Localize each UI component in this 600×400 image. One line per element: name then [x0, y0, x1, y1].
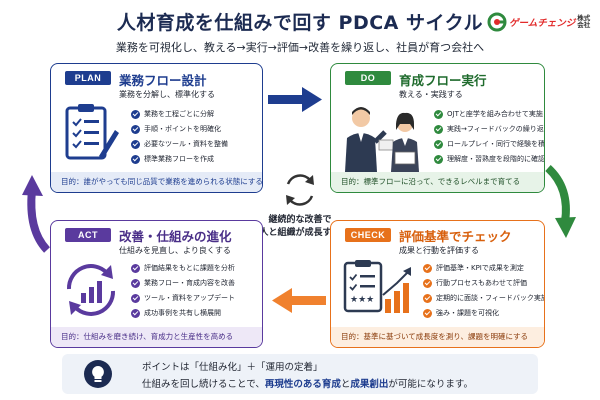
check-badge: CHECK — [345, 228, 391, 242]
act-badge: ACT — [65, 228, 111, 242]
do-card: DO 育成フロー実行 教える・実践する OJTと座学を組み合わせて実施 実践→フ… — [330, 63, 545, 193]
cycle-arrows-icon — [286, 174, 314, 206]
arrow-plan-to-do — [268, 87, 322, 112]
do-badge: DO — [345, 71, 391, 85]
check-icon — [131, 109, 140, 119]
improvement-cycle-icon — [66, 264, 116, 316]
act-footer: 目的：仕組みを磨き続け、育成力と生産性を高める — [51, 327, 262, 347]
list-item: 行動プロセスもあわせて評価 — [423, 278, 544, 288]
do-title: 育成フロー実行 — [399, 73, 487, 88]
page-title: 人材育成を仕組みで回す PDCA サイクル — [116, 12, 484, 34]
list-item: 評価結果をもとに課題を分析 — [131, 263, 235, 273]
check-icon — [423, 308, 432, 318]
lightbulb-icon — [84, 360, 112, 388]
list-item: 定期的に面談・フィードバック実施 — [423, 293, 544, 303]
act-card: ACT 改善・仕組みの進化 仕組みを見直し、より良くする 評価結果をもとに課題を… — [50, 220, 263, 348]
check-icon — [434, 109, 443, 119]
plan-item-list: 業務を工程ごとに分解 手順・ポイントを明確化 必要なツール・資料を整備 標準業務… — [131, 109, 228, 169]
point-line-1: ポイントは「仕組み化」＋「運用の定着」 — [142, 362, 323, 373]
logo-suffix: 株式会社 — [577, 14, 591, 29]
plan-badge: PLAN — [65, 71, 111, 85]
mentor-trainee-illustration — [345, 107, 419, 172]
list-item: ロールプレイ・同行で経験を積む — [434, 139, 544, 149]
logo-name: ゲームチェンジ — [509, 18, 576, 29]
plan-footer: 目的：誰がやっても同じ品質で業務を進められる状態にする — [51, 172, 262, 192]
logo-mark-icon — [487, 12, 507, 32]
check-icon — [423, 293, 432, 303]
act-item-list: 評価結果をもとに課題を分析 業務フロー・育成内容を改善 ツール・資料をアップデー… — [131, 263, 235, 323]
point-box: ポイントは「仕組み化」＋「運用の定着」 仕組みを回し続けることで、再現性のある育… — [62, 354, 538, 394]
check-icon — [423, 278, 432, 288]
check-icon — [131, 308, 140, 318]
list-item: ツール・資料をアップデート — [131, 293, 235, 303]
center-message: 継続的な改善で 人と組織が成長する — [259, 215, 341, 238]
list-item: 強み・課題を可視化 — [423, 308, 544, 318]
check-icon — [131, 154, 140, 164]
plan-title: 業務フロー設計 — [119, 73, 207, 88]
list-item: 実践→フィードバックの繰り返し — [434, 124, 544, 134]
arrow-act-to-plan — [22, 175, 51, 253]
checklist-clipboard-icon — [65, 104, 119, 160]
check-title: 評価基準でチェック — [399, 229, 512, 244]
check-item-list: 評価基準・KPIで成果を測定 行動プロセスもあわせて評価 定期的に面談・フィード… — [423, 263, 544, 323]
list-item: 成功事例を共有し横展開 — [131, 308, 235, 318]
list-item: 業務を工程ごとに分解 — [131, 109, 228, 119]
do-subtitle: 教える・実践する — [399, 90, 463, 99]
check-icon — [131, 139, 140, 149]
company-logo: ゲームチェンジ 株式会社 — [487, 11, 599, 33]
check-icon — [434, 124, 443, 134]
check-icon — [434, 154, 443, 164]
act-subtitle: 仕組みを見直し、より良くする — [119, 246, 231, 255]
evaluation-chart-icon: ★★★ — [343, 260, 411, 313]
arrow-check-to-act — [272, 288, 326, 313]
arrow-do-to-check — [545, 165, 576, 238]
plan-subtitle: 業務を分解し、標準化する — [119, 90, 215, 99]
check-icon — [131, 293, 140, 303]
list-item: OJTと座学を組み合わせて実施 — [434, 109, 544, 119]
list-item: 必要なツール・資料を整備 — [131, 139, 228, 149]
svg-text:★★★: ★★★ — [350, 295, 374, 305]
point-line-2: 仕組みを回し続けることで、再現性のある育成と成果創出が可能になります。 — [142, 379, 473, 390]
check-subtitle: 成果と行動を評価する — [399, 246, 479, 255]
act-title: 改善・仕組みの進化 — [119, 229, 232, 244]
check-icon — [131, 278, 140, 288]
list-item: 手順・ポイントを明確化 — [131, 124, 228, 134]
do-item-list: OJTと座学を組み合わせて実施 実践→フィードバックの繰り返し ロールプレイ・同… — [434, 109, 544, 169]
do-footer: 目的：標準フローに沿って、できるレベルまで育てる — [331, 172, 544, 192]
list-item: 標準業務フローを作成 — [131, 154, 228, 164]
check-icon — [434, 139, 443, 149]
list-item: 理解度・習熟度を段階的に確認 — [434, 154, 544, 164]
check-card: CHECK 評価基準でチェック 成果と行動を評価する ★★★ 評価基準・KPIで… — [330, 220, 545, 348]
check-icon — [423, 263, 432, 273]
list-item: 評価基準・KPIで成果を測定 — [423, 263, 544, 273]
plan-card: PLAN 業務フロー設計 業務を分解し、標準化する 業務を工程ごとに分解 手順・… — [50, 63, 263, 193]
check-footer: 目的：基準に基づいて成長度を測り、課題を明確にする — [331, 327, 544, 347]
list-item: 業務フロー・育成内容を改善 — [131, 278, 235, 288]
page-subtitle: 業務を可視化し、教える→実行→評価→改善を繰り返し、社員が育つ会社へ — [115, 41, 485, 54]
check-icon — [131, 263, 140, 273]
check-icon — [131, 124, 140, 134]
